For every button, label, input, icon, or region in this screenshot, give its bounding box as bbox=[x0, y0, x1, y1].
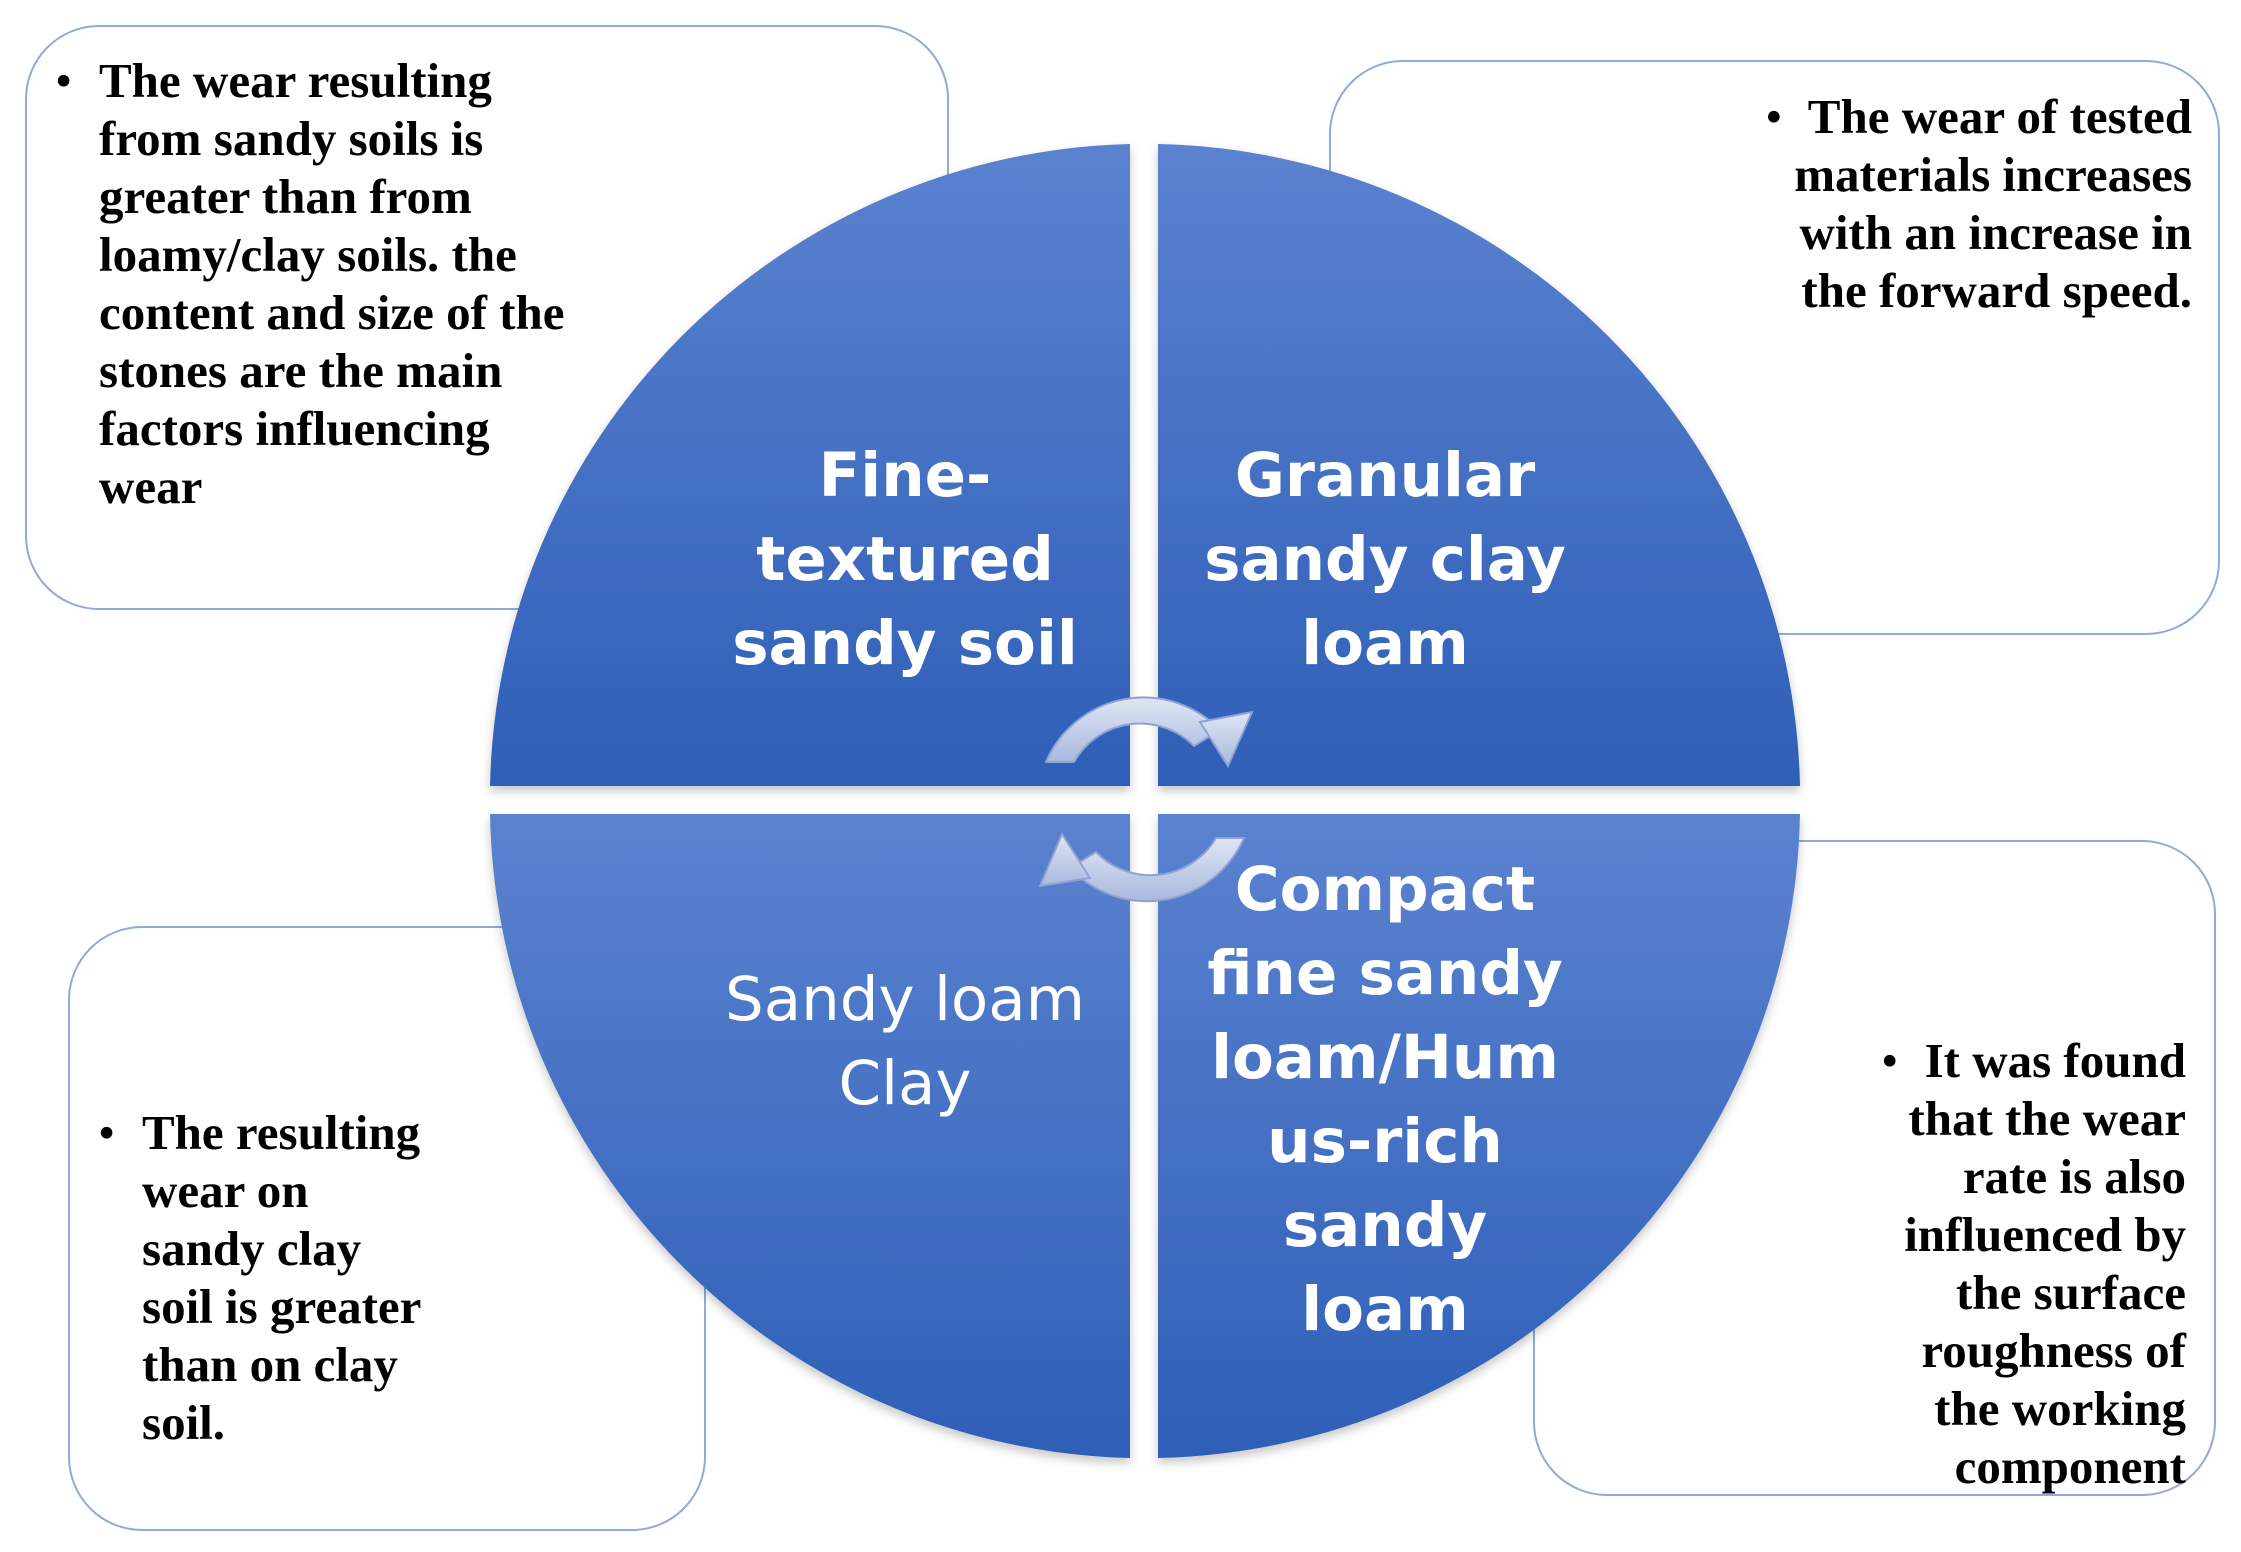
quadrant-label-line: Fine- bbox=[818, 440, 992, 511]
note-top-left: The wear resulting from sandy soils is g… bbox=[55, 52, 695, 516]
quadrant-label-line: loam bbox=[1301, 1274, 1469, 1345]
arrow-counterclockwise-icon bbox=[1038, 831, 1246, 903]
note-line: component bbox=[1954, 1439, 2186, 1494]
note-line: rate is also bbox=[1962, 1149, 2186, 1204]
note-line: factors influencing bbox=[99, 401, 490, 456]
quadrant-bottom-left bbox=[490, 814, 1130, 1458]
quadrant-label-line: loam/Hum bbox=[1211, 1022, 1559, 1093]
note-line: stones are the main bbox=[99, 343, 503, 398]
note-line: than on clay bbox=[142, 1337, 398, 1392]
note-line: the surface bbox=[1956, 1265, 2186, 1320]
note-bullet: It was found that the wear rate is also … bbox=[1760, 1032, 2186, 1496]
quadrant-label-line: fine sandy bbox=[1207, 938, 1563, 1009]
note-line: the forward speed. bbox=[1801, 263, 2192, 318]
note-line: wear bbox=[99, 459, 203, 514]
quadrant-label-line: Granular bbox=[1234, 440, 1536, 511]
note-bullet: The wear resulting from sandy soils is g… bbox=[55, 52, 695, 516]
quadrant-label-line: us-rich bbox=[1267, 1106, 1503, 1177]
quadrant-label-line: sandy soil bbox=[732, 608, 1078, 679]
note-bullet: The resulting wear on sandy clay soil is… bbox=[98, 1104, 538, 1452]
quadrant-label-line: Clay bbox=[838, 1048, 972, 1119]
note-line: The resulting bbox=[142, 1105, 421, 1160]
quadrant-label-top-left: Fine- textured sandy soil bbox=[700, 434, 1110, 686]
note-line: greater than from bbox=[99, 169, 472, 224]
note-line: that the wear bbox=[1908, 1091, 2186, 1146]
quadrant-top-left bbox=[490, 144, 1130, 786]
note-line: the working bbox=[1934, 1381, 2186, 1436]
arrow-clockwise-icon bbox=[1044, 696, 1254, 769]
quadrant-label-line: textured bbox=[756, 524, 1054, 595]
quadrant-bottom-right bbox=[1158, 814, 1800, 1458]
quadrant-label-top-right: Granular sandy clay loam bbox=[1190, 434, 1580, 686]
note-line: from sandy soils is bbox=[99, 111, 484, 166]
quadrant-label-bottom-left: Sandy loam Clay bbox=[700, 958, 1110, 1126]
quadrant-label-line: sandy bbox=[1282, 1190, 1488, 1261]
note-bottom-left: The resulting wear on sandy clay soil is… bbox=[98, 1104, 538, 1452]
note-line: The wear resulting bbox=[99, 53, 492, 108]
note-line: influenced by bbox=[1904, 1207, 2186, 1262]
note-line: soil. bbox=[142, 1395, 226, 1450]
quadrant-top-right bbox=[1158, 144, 1800, 786]
note-line: wear on bbox=[142, 1163, 309, 1218]
note-bottom-right: It was found that the wear rate is also … bbox=[1760, 1032, 2186, 1496]
quadrant-label-line: Compact bbox=[1234, 854, 1536, 925]
note-top-right: The wear of tested materials increases w… bbox=[1600, 88, 2192, 320]
note-line: loamy/clay soils. the bbox=[99, 227, 517, 282]
note-line: The wear of tested bbox=[1807, 89, 2192, 144]
quadrant-label-line: Sandy loam bbox=[724, 964, 1086, 1035]
quadrant-label-bottom-right: Compact fine sandy loam/Hum us-rich sand… bbox=[1190, 848, 1580, 1352]
note-line: soil is greater bbox=[142, 1279, 422, 1334]
note-line: roughness of bbox=[1921, 1323, 2186, 1378]
quadrant-label-line: sandy clay bbox=[1204, 524, 1566, 595]
note-line: It was found bbox=[1924, 1033, 2186, 1088]
note-bullet: The wear of tested materials increases w… bbox=[1600, 88, 2192, 320]
note-line: materials increases bbox=[1794, 147, 2192, 202]
note-line: sandy clay bbox=[142, 1221, 362, 1276]
note-line: content and size of the bbox=[99, 285, 565, 340]
quadrant-label-line: loam bbox=[1301, 608, 1469, 679]
note-line: with an increase in bbox=[1799, 205, 2192, 260]
